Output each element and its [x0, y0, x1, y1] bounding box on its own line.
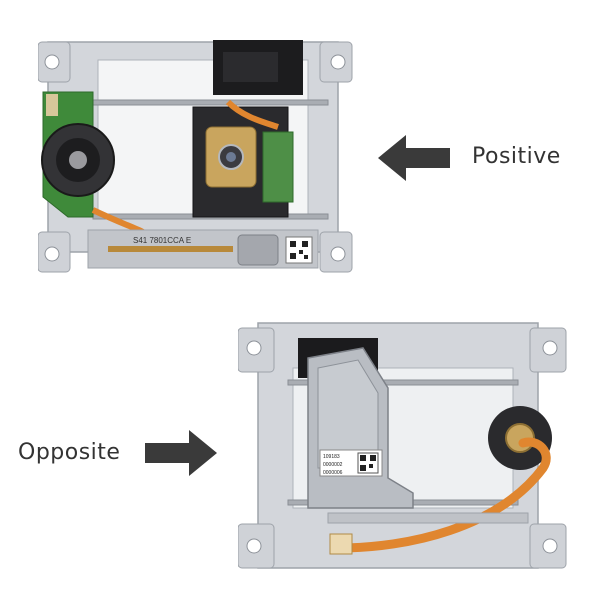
sticker-line-1: 109183: [323, 454, 340, 460]
arrow-left-icon: [378, 135, 450, 181]
laser-unit-positive-photo: S41 7801CCA E: [38, 40, 353, 273]
arrow-right-icon: [145, 430, 217, 476]
sticker-line-2: 0000002: [323, 462, 343, 468]
sticker-line-3: 0000006: [323, 470, 343, 476]
rail-print-text: S41 7801CCA E: [133, 236, 191, 245]
positive-label: Positive: [472, 144, 561, 169]
opposite-label: Opposite: [18, 440, 121, 465]
laser-unit-opposite-photo: 109183 0000002 0000006: [238, 322, 567, 569]
